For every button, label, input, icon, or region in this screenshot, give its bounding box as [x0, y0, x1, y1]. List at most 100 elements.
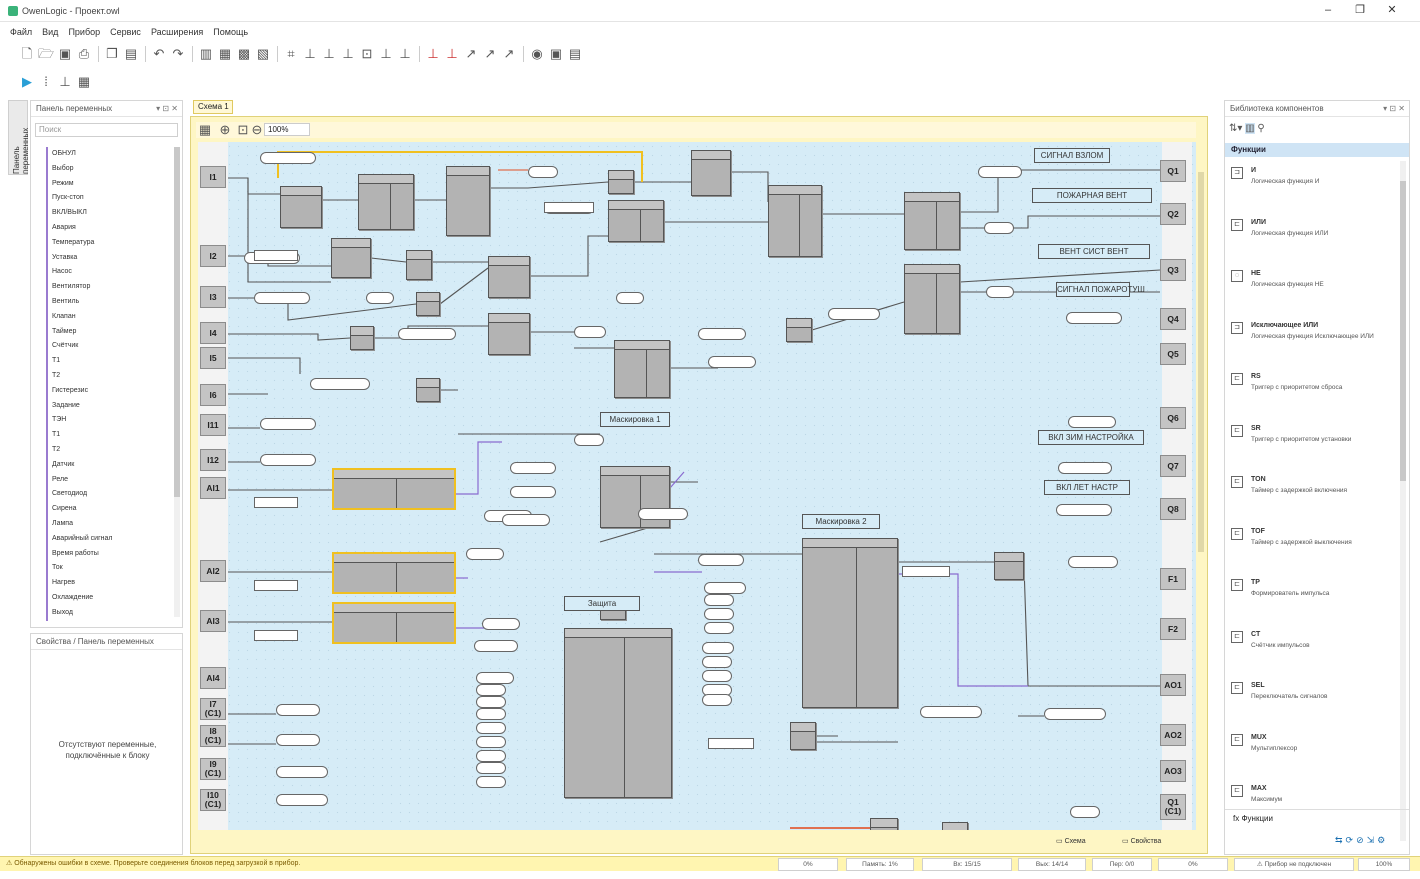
signal-tag[interactable]	[476, 776, 506, 788]
function-block[interactable]	[280, 186, 322, 228]
device-icon[interactable]: ▦	[218, 46, 232, 61]
report-icon[interactable]: ▤	[568, 46, 582, 61]
zoom-fit-icon[interactable]: ⊡	[237, 122, 249, 137]
wire[interactable]	[669, 471, 685, 489]
open-folder-icon[interactable]: 🗁	[37, 46, 55, 61]
grid-toggle-icon[interactable]: ▦	[198, 122, 212, 137]
variable-item[interactable]: ВКЛ/ВЫКЛ	[46, 206, 174, 221]
variable-item[interactable]: Задание	[46, 398, 174, 414]
wire[interactable]	[370, 257, 407, 263]
signal-tag[interactable]	[476, 708, 506, 720]
signal-tag[interactable]	[476, 762, 506, 774]
signal-tag[interactable]	[510, 486, 556, 498]
signal-tag[interactable]	[986, 286, 1014, 298]
wire[interactable]	[960, 169, 1160, 213]
input-7[interactable]: I11	[200, 414, 226, 436]
wire[interactable]	[228, 357, 301, 374]
table-icon[interactable]: ▧	[256, 46, 270, 61]
redo-icon[interactable]: ↷	[172, 46, 184, 61]
function-block[interactable]	[994, 552, 1024, 580]
variable-item[interactable]: Светодиод	[46, 487, 174, 503]
zoom-select[interactable]: 100%	[264, 123, 310, 136]
signal-tag[interactable]	[704, 582, 746, 594]
function-block[interactable]	[802, 538, 898, 708]
output-1[interactable]: Q1	[1160, 160, 1186, 182]
menu-file[interactable]: Файл	[10, 27, 33, 37]
output-8[interactable]: Q8	[1160, 498, 1186, 520]
library-footer-tab[interactable]: fx Функции	[1225, 809, 1409, 827]
wire[interactable]	[228, 177, 280, 195]
signal-tag[interactable]	[310, 378, 370, 390]
signal-tag[interactable]	[702, 656, 732, 668]
wire[interactable]	[731, 171, 769, 202]
signal-tag[interactable]	[476, 684, 506, 696]
canvas-scrollbar[interactable]	[1196, 142, 1206, 830]
variable-item[interactable]: Ток	[46, 561, 174, 577]
signal-tag[interactable]	[574, 326, 606, 338]
constant-box[interactable]	[902, 566, 950, 577]
input-6[interactable]: I6	[200, 384, 226, 406]
signal-tag[interactable]	[476, 672, 514, 684]
new-file-icon[interactable]: 🗋	[21, 46, 33, 61]
signal-tag[interactable]	[1068, 556, 1118, 568]
menu-view[interactable]: Вид	[42, 27, 59, 37]
signal-tag[interactable]	[276, 794, 328, 806]
variable-item[interactable]: Аварийный сигнал	[46, 531, 174, 547]
constant-box[interactable]	[254, 497, 298, 508]
variable-item[interactable]: Реле	[46, 472, 174, 488]
signal-tag[interactable]	[702, 694, 732, 706]
function-block[interactable]	[608, 170, 634, 194]
menu-service[interactable]: Сервис	[110, 27, 141, 37]
output-4[interactable]: Q4	[1160, 308, 1186, 330]
signal-tag[interactable]	[466, 548, 504, 560]
signal-tag[interactable]	[704, 594, 734, 606]
copy-icon[interactable]: ❐	[106, 46, 118, 61]
step-icon[interactable]: ⁞	[44, 74, 48, 89]
signal-tag[interactable]	[1066, 312, 1122, 324]
variable-item[interactable]: Температура	[46, 235, 174, 251]
signal-tag[interactable]	[1044, 708, 1106, 720]
output-11[interactable]: AO1	[1160, 674, 1186, 696]
selected-function-block[interactable]	[332, 602, 456, 644]
signal-tag[interactable]	[1056, 504, 1112, 516]
output-2[interactable]: Q2	[1160, 203, 1186, 225]
function-block[interactable]	[446, 166, 490, 236]
signal-tag[interactable]	[698, 328, 746, 340]
input-16[interactable]: I10 (C1)	[200, 789, 226, 811]
grid-icon[interactable]: ▩	[237, 46, 251, 61]
signal-tag[interactable]	[474, 640, 518, 652]
function-block[interactable]	[614, 340, 670, 398]
connect-icon[interactable]: ⊥	[304, 46, 316, 61]
input-9[interactable]: AI1	[200, 477, 226, 499]
print-icon[interactable]: ⎙	[78, 46, 90, 61]
variable-item[interactable]: Насос	[46, 265, 174, 281]
save-icon[interactable]: ▣	[58, 46, 72, 61]
variable-item[interactable]: ОБНУЛ	[46, 147, 174, 162]
signal-tag[interactable]	[398, 328, 456, 340]
sort-icon[interactable]: ⇅▾	[1229, 123, 1243, 134]
zoom-in-icon[interactable]: ⊕	[219, 122, 231, 137]
signal-tag[interactable]	[366, 292, 394, 304]
variable-item[interactable]: Вентилятор	[46, 280, 174, 295]
function-block[interactable]	[488, 256, 530, 298]
filter-icon[interactable]: ⚲	[1257, 123, 1265, 134]
arrow-up-icon[interactable]: ↗	[465, 46, 477, 61]
output-13[interactable]: AO3	[1160, 760, 1186, 782]
signal-tag[interactable]	[260, 152, 316, 164]
menu-device[interactable]: Прибор	[68, 27, 101, 37]
net-icon[interactable]: ⊥	[380, 46, 392, 61]
signal-tag[interactable]	[502, 514, 550, 526]
constant-box[interactable]	[544, 202, 594, 213]
library-section-header[interactable]: Функции	[1225, 143, 1409, 157]
function-block[interactable]	[600, 466, 670, 528]
function-block[interactable]	[904, 264, 960, 334]
wire[interactable]	[530, 235, 608, 277]
wire[interactable]	[959, 269, 1161, 283]
signal-tag[interactable]	[616, 292, 644, 304]
variable-item[interactable]: Время работы	[46, 546, 174, 562]
signal-tag[interactable]	[702, 670, 732, 682]
variable-item[interactable]: Выход	[46, 605, 174, 621]
